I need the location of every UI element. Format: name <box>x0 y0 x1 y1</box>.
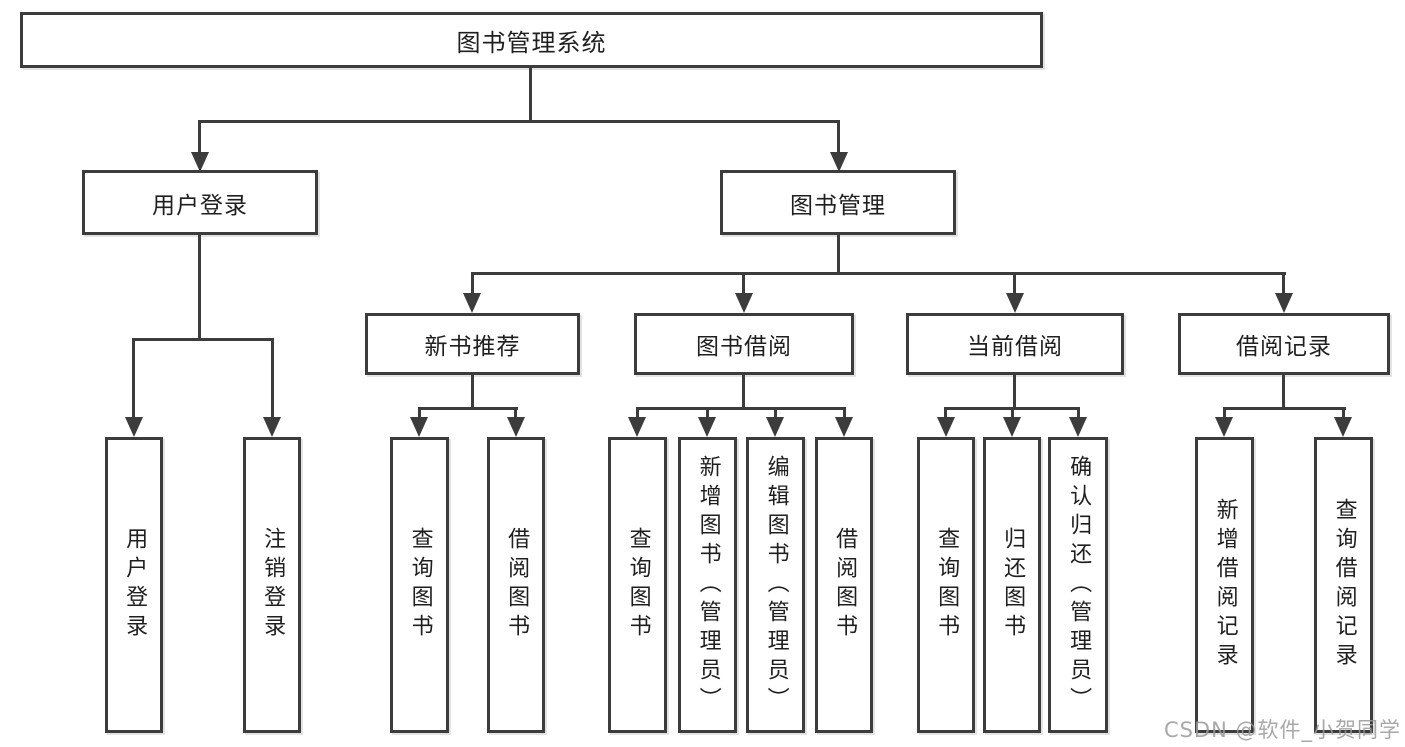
node-borrow-records: 借阅记录 <box>1178 313 1390 375</box>
arrow-down-icon <box>263 417 281 437</box>
connector-to-book-borrow <box>742 272 745 297</box>
arrow-down-icon <box>125 417 143 437</box>
connector-to-new-book <box>471 272 474 297</box>
node-borrow-records-label: 借阅记录 <box>1236 334 1332 360</box>
connector-leaf <box>1077 407 1080 421</box>
node-book-borrow: 图书借阅 <box>634 313 854 375</box>
connector-borrow-records-rail <box>1223 407 1346 410</box>
leaf-user-login-label: 用户登录 <box>122 527 148 643</box>
connector-book-borrow-rail <box>636 407 846 410</box>
leaf-records-query-record: 查询借阅记录 <box>1314 437 1373 733</box>
connector-borrow-records-stem <box>1282 375 1285 410</box>
arrow-down-icon <box>463 293 481 313</box>
arrow-down-icon <box>830 152 848 172</box>
arrow-down-icon <box>735 293 753 313</box>
arrow-down-icon <box>410 417 428 437</box>
connector-leaf <box>1011 407 1014 421</box>
connector-book-borrow-stem <box>742 375 745 410</box>
connector-to-user-login <box>198 120 201 154</box>
arrow-down-icon <box>835 417 853 437</box>
connector-user-login-stem <box>198 235 201 341</box>
connector-to-book-management <box>837 120 840 154</box>
connector-to-borrow-records <box>1282 272 1285 297</box>
arrow-down-icon <box>628 417 646 437</box>
connector-leaf <box>843 407 846 421</box>
leaf-borrow-edit-books-label: 编辑图书（管理员） <box>763 454 789 716</box>
leaf-records-add-record: 新增借阅记录 <box>1195 437 1254 733</box>
leaf-borrow-edit-books: 编辑图书（管理员） <box>746 437 805 733</box>
connector-current-borrow-stem <box>1013 375 1016 410</box>
connector-leaf <box>706 407 709 421</box>
node-new-book-recommend-label: 新书推荐 <box>424 334 521 360</box>
leaf-current-return-books: 归还图书 <box>983 437 1041 733</box>
connector-user-login-rail <box>132 338 274 341</box>
connector-leaf <box>636 407 639 421</box>
node-library-system: 图书管理系统 <box>20 12 1043 68</box>
connector-leaf <box>418 407 421 421</box>
watermark: CSDN @软件_小贺同学 <box>1163 718 1401 742</box>
arrow-down-icon <box>1215 417 1233 437</box>
node-library-system-label: 图书管理系统 <box>456 28 607 57</box>
leaf-records-add-record-label: 新增借阅记录 <box>1212 498 1238 672</box>
connector-to-current-borrow <box>1013 272 1016 297</box>
leaf-borrow-borrow-books-label: 借阅图书 <box>832 527 858 643</box>
arrow-down-icon <box>1069 417 1087 437</box>
arrow-down-icon <box>1006 293 1024 313</box>
leaf-logout: 注销登录 <box>243 437 301 733</box>
connector-book-management-rail <box>471 272 1286 275</box>
node-book-management: 图书管理 <box>720 170 956 235</box>
arrow-down-icon <box>1275 293 1293 313</box>
node-user-login-label: 用户登录 <box>152 192 248 219</box>
connector-leaf <box>774 407 777 421</box>
connector-leaf <box>1223 407 1226 421</box>
arrow-down-icon <box>766 417 784 437</box>
connector-to-leaf-logout <box>271 338 274 420</box>
node-new-book-recommend: 新书推荐 <box>365 313 580 375</box>
leaf-current-confirm-return-label: 确认归还（管理员） <box>1066 454 1092 716</box>
leaf-borrow-add-books-label: 新增图书（管理员） <box>695 454 721 716</box>
arrow-down-icon <box>507 417 525 437</box>
arrow-down-icon <box>698 417 716 437</box>
connector-root-rail <box>198 120 840 123</box>
arrow-down-icon <box>1334 417 1352 437</box>
connector-leaf <box>944 407 947 421</box>
leaf-recommend-borrow-books: 借阅图书 <box>487 437 545 733</box>
connector-new-book-rail <box>418 407 518 410</box>
leaf-logout-label: 注销登录 <box>260 527 286 643</box>
leaf-current-confirm-return: 确认归还（管理员） <box>1048 437 1108 733</box>
leaf-current-query-books: 查询图书 <box>917 437 975 733</box>
leaf-recommend-borrow-books-label: 借阅图书 <box>504 527 530 643</box>
node-current-borrow-label: 当前借阅 <box>967 334 1063 360</box>
arrow-down-icon <box>1003 417 1021 437</box>
node-user-login: 用户登录 <box>82 170 318 235</box>
connector-leaf <box>514 407 517 421</box>
leaf-borrow-query-books-label: 查询图书 <box>625 527 651 643</box>
connector-leaf <box>1342 407 1345 421</box>
node-book-management-label: 图书管理 <box>790 192 886 219</box>
arrow-down-icon <box>937 417 955 437</box>
connector-new-book-stem <box>471 375 474 410</box>
connector-to-leaf-user-login <box>132 338 135 420</box>
leaf-records-query-record-label: 查询借阅记录 <box>1331 498 1357 672</box>
connector-root-stem <box>529 68 532 123</box>
leaf-borrow-add-books: 新增图书（管理员） <box>678 437 737 733</box>
leaf-current-query-books-label: 查询图书 <box>934 527 960 643</box>
leaf-recommend-query-books-label: 查询图书 <box>407 527 433 643</box>
leaf-recommend-query-books: 查询图书 <box>390 437 449 733</box>
leaf-borrow-borrow-books: 借阅图书 <box>815 437 873 733</box>
node-current-borrow: 当前借阅 <box>906 313 1124 375</box>
node-book-borrow-label: 图书借阅 <box>696 334 792 360</box>
leaf-borrow-query-books: 查询图书 <box>608 437 667 733</box>
arrow-down-icon <box>191 152 209 172</box>
leaf-user-login: 用户登录 <box>105 437 163 733</box>
leaf-current-return-books-label: 归还图书 <box>1000 527 1026 643</box>
connector-book-management-stem <box>837 235 840 275</box>
